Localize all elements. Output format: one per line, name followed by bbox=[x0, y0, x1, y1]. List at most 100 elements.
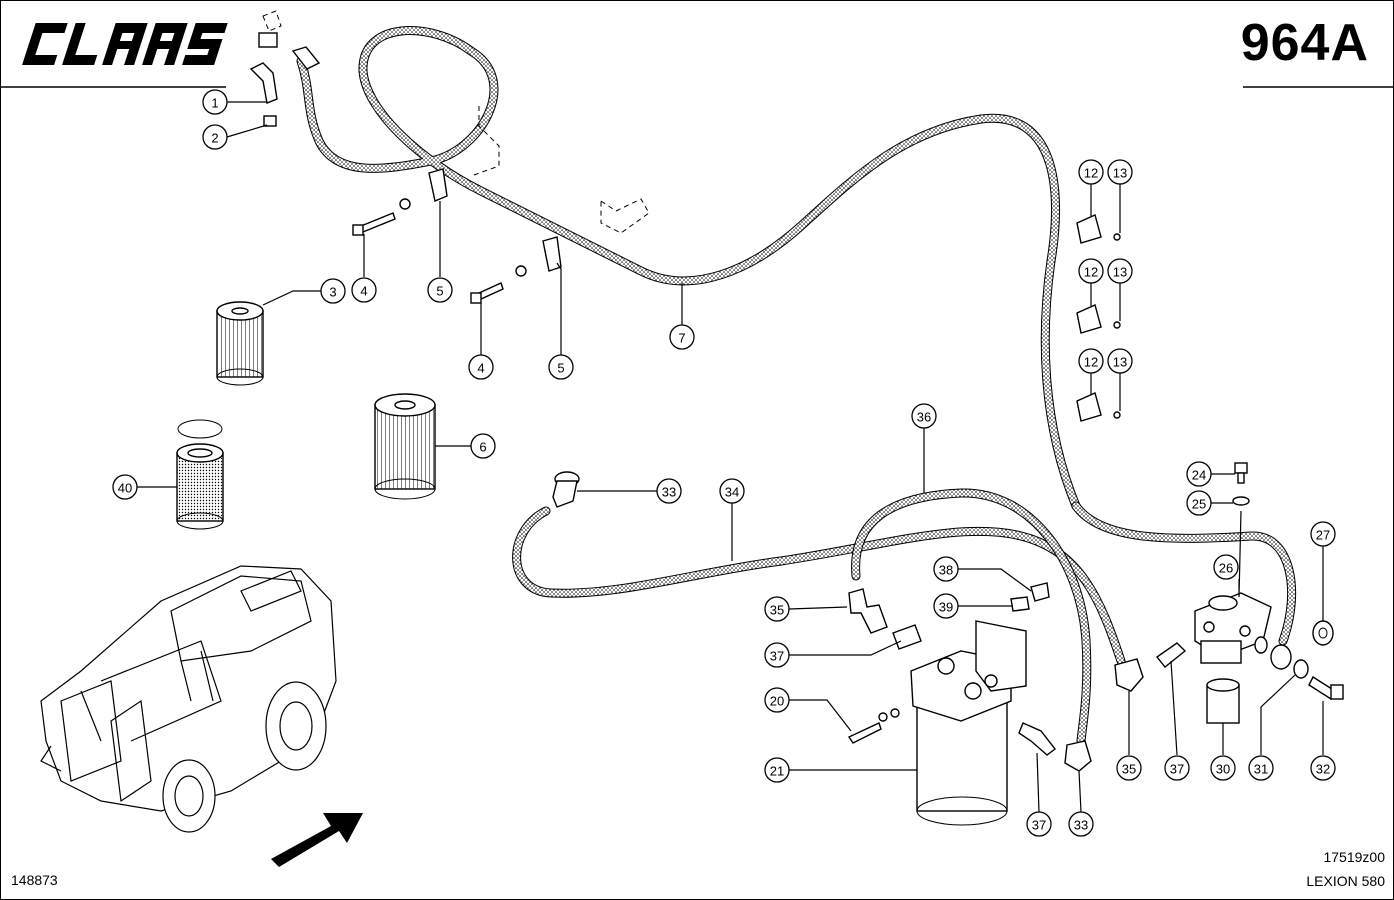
callout-2: 2 bbox=[202, 124, 228, 150]
svg-text:13: 13 bbox=[1113, 355, 1127, 370]
svg-text:3: 3 bbox=[329, 285, 336, 300]
callout-38: 38 bbox=[933, 556, 959, 582]
callout-33b: 33 bbox=[1068, 811, 1094, 837]
svg-text:35: 35 bbox=[770, 603, 784, 618]
fitting-38-39 bbox=[1010, 582, 1050, 612]
nipple-37-mid bbox=[1018, 722, 1056, 756]
svg-text:37: 37 bbox=[1170, 762, 1184, 777]
clamp-5b bbox=[515, 236, 562, 277]
callout-6: 6 bbox=[470, 433, 496, 459]
svg-text:5: 5 bbox=[557, 361, 564, 376]
fitting-35-left bbox=[848, 588, 888, 634]
callout-34: 34 bbox=[719, 478, 745, 504]
callout-21: 21 bbox=[764, 757, 790, 783]
bolt-24-washer-25 bbox=[1232, 462, 1250, 506]
hose-continuation-to-filter bbox=[1071, 501, 1297, 646]
elbow-fitting-33-top bbox=[552, 471, 580, 508]
connector-top bbox=[258, 10, 321, 70]
callout-20: 20 bbox=[764, 687, 790, 713]
fuel-filter-21 bbox=[910, 620, 1027, 826]
svg-text:5: 5 bbox=[436, 284, 443, 299]
svg-text:36: 36 bbox=[917, 410, 931, 425]
callout-37c: 37 bbox=[1026, 811, 1052, 837]
elbow-35-right bbox=[1114, 658, 1144, 692]
callout-32: 32 bbox=[1310, 755, 1336, 781]
callout-37a: 37 bbox=[764, 642, 790, 668]
svg-text:27: 27 bbox=[1316, 528, 1330, 543]
callout-37b: 37 bbox=[1164, 755, 1190, 781]
svg-text:35: 35 bbox=[1122, 762, 1136, 777]
svg-text:4: 4 bbox=[360, 284, 367, 299]
svg-text:31: 31 bbox=[1254, 762, 1268, 777]
bolt-20 bbox=[847, 708, 900, 744]
callout-12a: 12 bbox=[1078, 159, 1104, 185]
leader-lines bbox=[137, 101, 1324, 813]
callout-7: 7 bbox=[669, 324, 695, 350]
callout-24: 24 bbox=[1186, 461, 1212, 487]
bolt-32 bbox=[1308, 675, 1344, 701]
drawing-code: 17519z00 bbox=[1323, 849, 1385, 865]
callout-30: 30 bbox=[1210, 755, 1236, 781]
svg-text:26: 26 bbox=[1219, 561, 1233, 576]
svg-text:32: 32 bbox=[1316, 762, 1330, 777]
hose-7 bbox=[296, 26, 1081, 511]
svg-text:37: 37 bbox=[1032, 818, 1046, 833]
clip-set-12-13a bbox=[1076, 214, 1121, 244]
svg-text:2: 2 bbox=[211, 131, 218, 146]
callout-35b: 35 bbox=[1116, 755, 1142, 781]
page-number: 964A bbox=[1240, 14, 1369, 72]
callout-5a: 5 bbox=[427, 277, 453, 303]
brand-logo bbox=[22, 23, 228, 65]
bolt-4a bbox=[352, 212, 396, 236]
nipple-37-right bbox=[1155, 642, 1187, 668]
banjo-27 bbox=[1312, 620, 1334, 646]
svg-text:12: 12 bbox=[1084, 166, 1098, 181]
clip-set-12-13b bbox=[1076, 304, 1121, 334]
prefilter-26 bbox=[1194, 592, 1272, 664]
callout-13a: 13 bbox=[1107, 159, 1133, 185]
elbow-33-bottom bbox=[1064, 740, 1092, 772]
svg-text:7: 7 bbox=[678, 331, 685, 346]
filter-element-3 bbox=[216, 301, 264, 386]
callout-39: 39 bbox=[933, 593, 959, 619]
clip-set-12-13c bbox=[1076, 392, 1121, 422]
svg-text:12: 12 bbox=[1084, 355, 1098, 370]
filter-element-40 bbox=[176, 419, 224, 530]
callout-12b: 12 bbox=[1078, 258, 1104, 284]
svg-text:34: 34 bbox=[725, 485, 739, 500]
callout-27: 27 bbox=[1310, 521, 1336, 547]
svg-text:25: 25 bbox=[1192, 497, 1206, 512]
svg-text:13: 13 bbox=[1113, 265, 1127, 280]
svg-text:33: 33 bbox=[662, 485, 676, 500]
svg-text:1: 1 bbox=[211, 96, 218, 111]
hose-34 bbox=[512, 506, 1126, 666]
svg-text:24: 24 bbox=[1192, 468, 1206, 483]
svg-text:33: 33 bbox=[1074, 818, 1088, 833]
callout-40: 40 bbox=[112, 474, 138, 500]
nipple-37-left bbox=[892, 624, 922, 650]
callout-5b: 5 bbox=[548, 354, 574, 380]
clamp-5a bbox=[399, 168, 448, 210]
hose-36 bbox=[851, 488, 1092, 746]
elbow-fitting-1 bbox=[249, 62, 278, 127]
svg-text:21: 21 bbox=[770, 764, 784, 779]
svg-text:39: 39 bbox=[939, 600, 953, 615]
callout-4b: 4 bbox=[468, 354, 494, 380]
svg-text:38: 38 bbox=[939, 563, 953, 578]
callout-1: 1 bbox=[202, 89, 228, 115]
callout-26: 26 bbox=[1213, 554, 1239, 580]
filter-element-6 bbox=[374, 393, 436, 500]
bowl-30 bbox=[1206, 678, 1240, 724]
document-number: 148873 bbox=[11, 872, 58, 888]
callout-3: 3 bbox=[320, 278, 346, 304]
callout-13c: 13 bbox=[1107, 348, 1133, 374]
callout-33a: 33 bbox=[656, 478, 682, 504]
callout-31: 31 bbox=[1248, 755, 1274, 781]
callout-4a: 4 bbox=[351, 277, 377, 303]
callout-13b: 13 bbox=[1107, 258, 1133, 284]
svg-text:37: 37 bbox=[770, 649, 784, 664]
callout-12c: 12 bbox=[1078, 348, 1104, 374]
svg-text:20: 20 bbox=[770, 694, 784, 709]
